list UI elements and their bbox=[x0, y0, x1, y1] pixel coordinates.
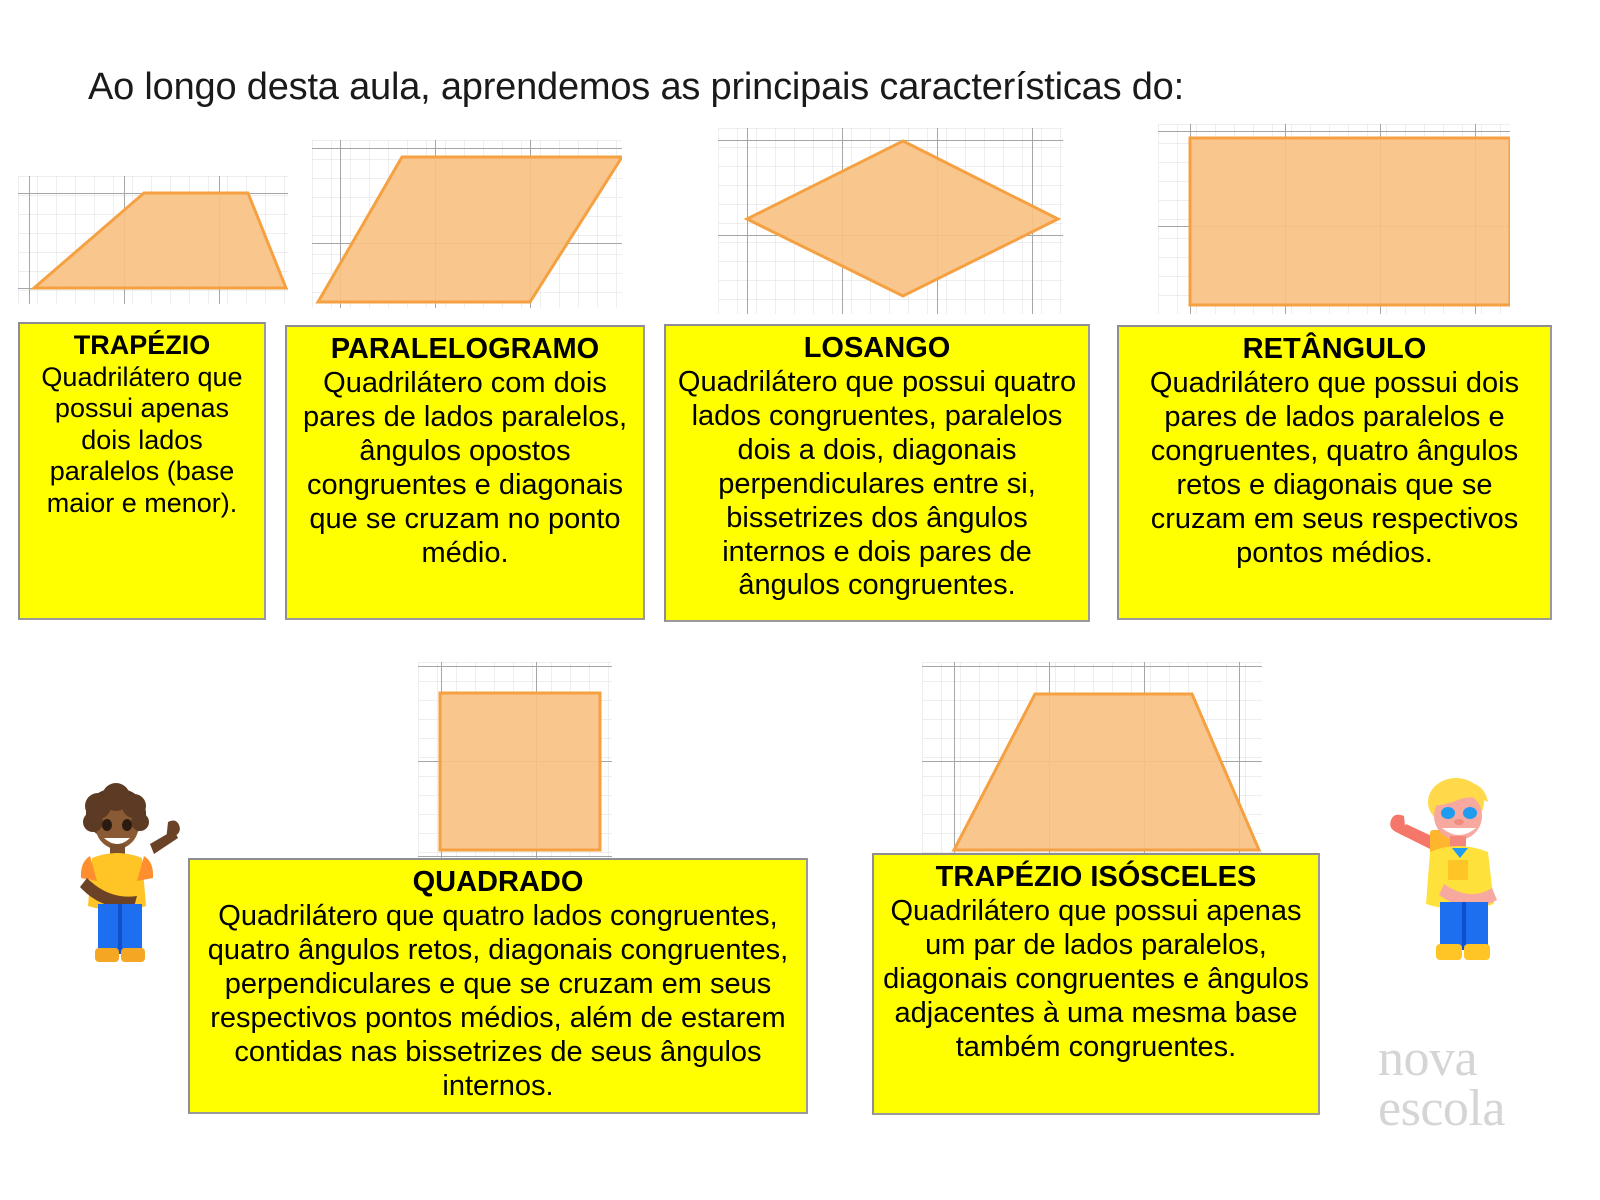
card-body: Quadrilátero que possui quatro lados con… bbox=[677, 365, 1077, 602]
logo-line-1: nova bbox=[1378, 1030, 1478, 1087]
nova-escola-logo: nova escola bbox=[1378, 1030, 1505, 1137]
shape-square bbox=[438, 691, 602, 852]
card-body: Quadrilátero que possui apenas dois lado… bbox=[41, 361, 243, 518]
figure-square bbox=[418, 662, 612, 858]
card-trapezio[interactable]: TRAPÉZIO Quadrilátero que possui apenas … bbox=[18, 322, 266, 620]
shape-parallelogram bbox=[315, 155, 622, 304]
card-title: TRAPÉZIO ISÓSCELES bbox=[935, 861, 1257, 893]
page-title: Ao longo desta aula, aprendemos as princ… bbox=[88, 66, 1184, 108]
card-title: LOSANGO bbox=[803, 332, 951, 364]
card-body: Quadrilátero que quatro lados congruente… bbox=[207, 899, 789, 1102]
person-tipping-hand-dark-skin-icon bbox=[62, 782, 180, 968]
card-title: QUADRADO bbox=[412, 866, 584, 898]
card-trapezio-isosceles[interactable]: TRAPÉZIO ISÓSCELES Quadrilátero que poss… bbox=[872, 853, 1320, 1115]
shape-rhombus bbox=[743, 139, 1062, 298]
card-body: Quadrilátero que possui dois pares de la… bbox=[1149, 366, 1520, 569]
shape-trapezoid bbox=[29, 191, 288, 290]
card-paralelogramo[interactable]: PARALELOGRAMO Quadrilátero com dois pare… bbox=[285, 325, 645, 620]
card-title: TRAPÉZIO bbox=[73, 330, 211, 360]
logo-line-2: escola bbox=[1378, 1079, 1505, 1137]
figure-parallelogram bbox=[312, 140, 622, 308]
figure-rhombus bbox=[718, 128, 1063, 314]
figure-trapezoid bbox=[18, 176, 288, 304]
figure-rectangle bbox=[1158, 124, 1510, 314]
card-title: RETÂNGULO bbox=[1242, 333, 1427, 365]
card-body: Quadrilátero com dois pares de lados par… bbox=[302, 366, 628, 569]
card-quadrado[interactable]: QUADRADO Quadrilátero que quatro lados c… bbox=[188, 858, 808, 1114]
card-retangulo[interactable]: RETÂNGULO Quadrilátero que possui dois p… bbox=[1117, 325, 1552, 620]
card-body: Quadrilátero que possui apenas um par de… bbox=[883, 894, 1309, 1063]
shape-isosceles-trapezoid bbox=[951, 692, 1262, 852]
shape-rectangle bbox=[1188, 136, 1510, 307]
card-losango[interactable]: LOSANGO Quadrilátero que possui quatro l… bbox=[664, 324, 1090, 622]
figure-isosceles-trapezoid bbox=[922, 662, 1262, 858]
card-title: PARALELOGRAMO bbox=[330, 333, 600, 365]
person-tipping-hand-blond-icon bbox=[1378, 772, 1506, 968]
